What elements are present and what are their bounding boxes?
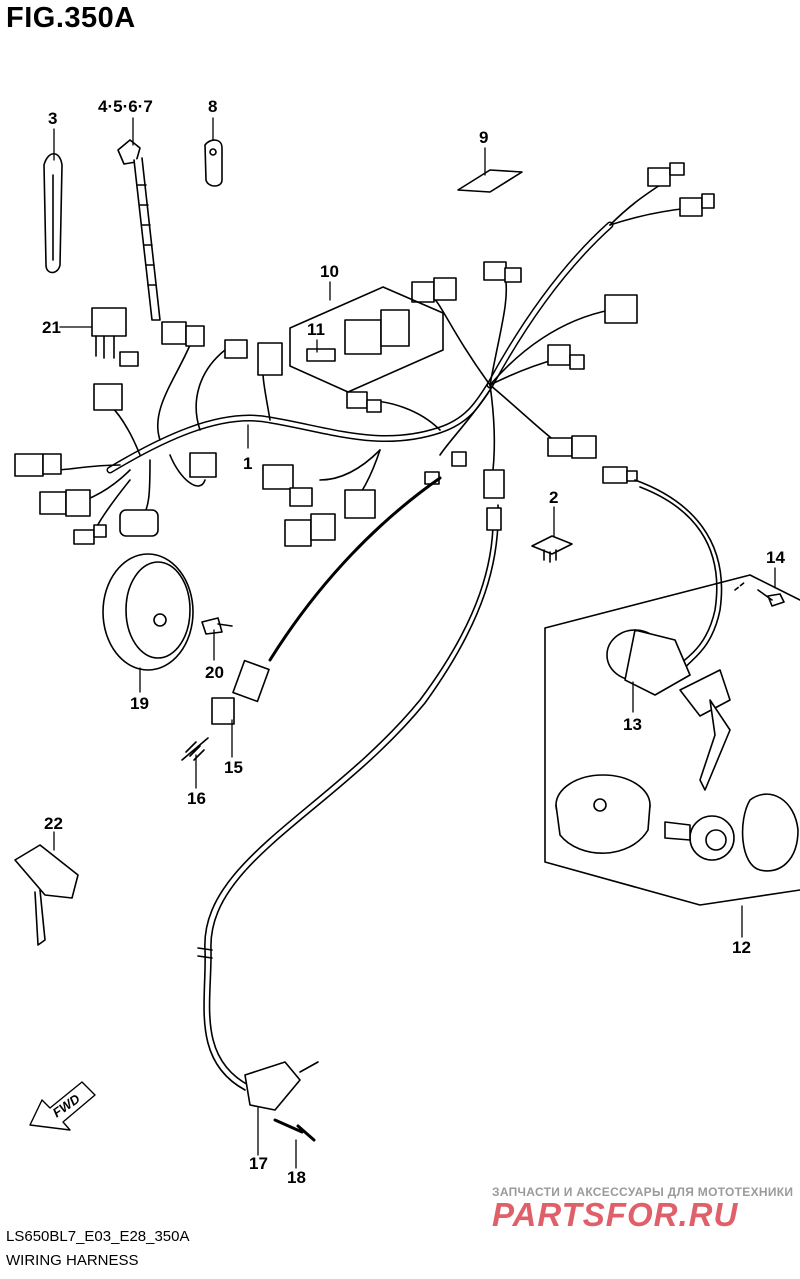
callout-10: 10 <box>320 262 339 281</box>
callout-16: 16 <box>187 789 206 808</box>
callout-8: 8 <box>208 97 218 116</box>
lock-cover <box>741 793 799 872</box>
label-9 <box>457 169 523 193</box>
relay-21 <box>91 307 127 359</box>
watermark-tagline: ЗАПЧАСТИ И АКСЕССУАРЫ ДЛЯ МОТОТЕХНИКИ <box>492 1185 794 1199</box>
callout-2: 2 <box>549 488 559 507</box>
cable-tie-3 <box>43 152 63 274</box>
fwd-arrow <box>29 1081 96 1131</box>
callout-9: 9 <box>479 128 489 147</box>
callout-12: 12 <box>732 938 751 957</box>
fuel-cap <box>555 774 651 854</box>
callout-14: 14 <box>766 548 785 567</box>
callout-3: 3 <box>48 109 58 128</box>
spring-16 <box>181 737 209 761</box>
switch-15 <box>211 659 270 725</box>
harness-connectors <box>14 162 715 547</box>
callout-4-5-6-7: 4·5·6·7 <box>98 97 153 116</box>
bolt-18 <box>273 1118 316 1142</box>
leader-lines <box>53 117 776 1169</box>
callout-22: 22 <box>44 814 63 833</box>
callout-13: 13 <box>623 715 642 734</box>
callout-1: 1 <box>243 454 253 473</box>
ignition-kit-outline-12 <box>544 574 800 906</box>
connector-2 <box>531 535 573 563</box>
horn-19 <box>102 553 194 671</box>
ignition-switch-13 <box>606 629 731 791</box>
switch-17 <box>244 1061 319 1111</box>
relay-box-10 <box>289 286 444 393</box>
callout-15: 15 <box>224 758 243 777</box>
bolt-14 <box>757 589 785 607</box>
diagram-code: LS650BL7_E03_E28_350A <box>6 1228 190 1245</box>
figure-title: FIG.350A <box>6 2 136 34</box>
ignition-lead <box>634 479 723 669</box>
clamp-8 <box>204 139 223 187</box>
bolt-20 <box>201 617 233 635</box>
callout-17: 17 <box>249 1154 268 1173</box>
lower-cable <box>197 476 502 1091</box>
callout-11: 11 <box>307 320 325 339</box>
callout-21: 21 <box>42 318 61 337</box>
callout-18: 18 <box>287 1168 306 1187</box>
seat-lock <box>664 815 735 861</box>
diagram-name: WIRING HARNESS <box>6 1252 139 1269</box>
watermark-brand: PARTSFOR.RU <box>492 1196 739 1233</box>
cable-tie-4-7 <box>117 139 161 321</box>
callout-20: 20 <box>205 663 224 682</box>
key-22 <box>14 844 79 946</box>
callout-19: 19 <box>130 694 149 713</box>
